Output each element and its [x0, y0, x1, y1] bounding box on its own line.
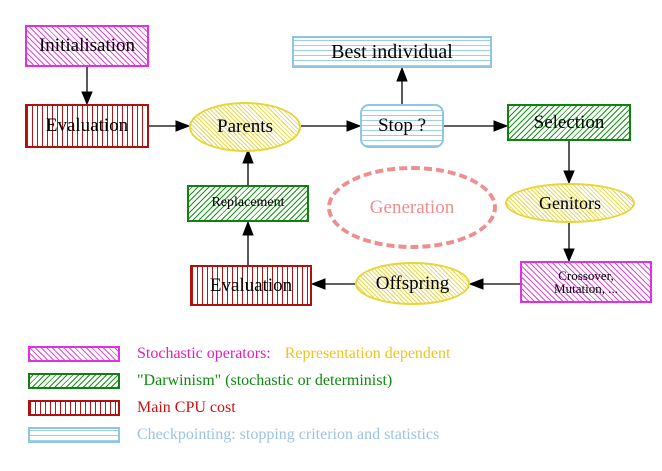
legend-swatch-green: [28, 372, 120, 389]
legend-segment-green: "Darwinism" (stochastic or determinist): [137, 371, 393, 389]
edge-replacement-to-parents: [242, 148, 254, 185]
legend-text: Main CPU cost: [137, 399, 236, 417]
node-label-selection: Selection: [533, 111, 605, 133]
node-label-stop: Stop ?: [377, 115, 427, 137]
node-label-genitors: Genitors: [539, 192, 601, 213]
edge-stop-to-best-individual: [396, 66, 408, 104]
node-replacement[interactable]: Replacement: [187, 185, 309, 222]
edge-genitors-to-crossover: [563, 223, 575, 263]
node-best-individual[interactable]: Best individual: [292, 36, 492, 68]
legend-row: "Darwinism" (stochastic or determinist): [0, 367, 662, 394]
legend-segment-red: Main CPU cost: [137, 398, 236, 416]
node-label-parents: Parents: [217, 116, 273, 138]
edge-stop-to-selection: [444, 120, 509, 132]
node-evaluation-bottom[interactable]: Evaluation: [190, 265, 312, 306]
legend-row: Main CPU cost: [0, 394, 662, 421]
legend-text: Checkpointing: stopping criterion and st…: [137, 426, 439, 444]
legend-row: Checkpointing: stopping criterion and st…: [0, 421, 662, 448]
edge-selection-to-genitors: [563, 141, 575, 185]
legend-text: Stochastic operators: Representation depe…: [137, 345, 450, 363]
legend-swatch-red: [28, 399, 120, 416]
edge-initialisation-to-evaluation-top: [81, 67, 93, 106]
node-stop[interactable]: Stop ?: [360, 104, 444, 148]
node-crossover[interactable]: Crossover,Mutation, ...: [520, 261, 652, 303]
legend-row: Stochastic operators: Representation depe…: [0, 340, 662, 367]
node-label-replacement: Replacement: [211, 195, 285, 211]
node-label-offspring: Offspring: [375, 272, 450, 294]
node-label-evaluation-top: Evaluation: [45, 115, 129, 137]
legend-segment-blue: Checkpointing: stopping criterion and st…: [137, 425, 440, 443]
node-selection[interactable]: Selection: [507, 104, 631, 141]
legend-swatch-blue: [28, 426, 120, 443]
node-parents[interactable]: Parents: [189, 102, 301, 152]
node-offspring[interactable]: Offspring: [355, 262, 470, 305]
legend: Stochastic operators: Representation depe…: [0, 340, 662, 448]
generation-bubble: Generation: [327, 166, 497, 249]
edge-crossover-to-offspring: [468, 278, 520, 290]
edge-parents-to-stop: [301, 120, 362, 132]
node-label-best-individual: Best individual: [331, 40, 453, 63]
generation-label: Generation: [369, 196, 455, 218]
node-genitors[interactable]: Genitors: [505, 183, 635, 223]
node-evaluation-top[interactable]: Evaluation: [25, 104, 149, 148]
edge-evaluation-bottom-to-replacement: [242, 220, 254, 265]
legend-segment-yellow: Representation dependent: [284, 344, 451, 362]
edge-offspring-to-evaluation-bottom: [310, 278, 355, 290]
node-initialisation[interactable]: Initialisation: [25, 25, 149, 67]
edge-evaluation-top-to-parents: [149, 120, 191, 132]
node-label-crossover: Crossover,Mutation, ...: [554, 267, 618, 296]
legend-segment-magenta: Stochastic operators:: [137, 344, 271, 362]
node-label-initialisation: Initialisation: [38, 35, 136, 57]
legend-text: "Darwinism" (stochastic or determinist): [137, 372, 392, 390]
legend-swatch-magenta: [28, 345, 120, 362]
node-label-evaluation-bottom: Evaluation: [209, 274, 293, 296]
